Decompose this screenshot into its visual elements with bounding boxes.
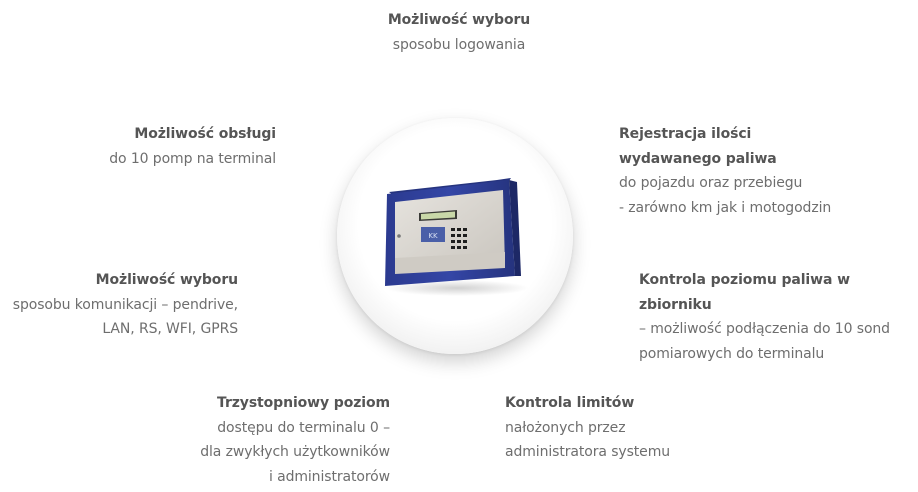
feature-text: LAN, RS, WFI, GPRS (102, 321, 238, 337)
feature-text: nałożonych przez (505, 419, 626, 436)
feature-text: sposobu logowania (392, 36, 526, 53)
feature-title-line-1: Rejestracja ilości (619, 126, 752, 142)
feature-text: dostępu do terminalu 0 – (217, 419, 390, 436)
feature-text: do 10 pomp na terminal (109, 150, 276, 167)
feature-title: Możliwość wyboru (387, 12, 531, 28)
fuel-terminal-illustration: KK (385, 178, 529, 296)
feature-text: dla zwykłych użytkowników (200, 444, 390, 460)
feature-limit-control: Kontrola limitów nałożonych przez admini… (505, 391, 765, 465)
feature-text: - zarówno km jak i motogodzin (619, 199, 832, 216)
feature-title-line-2: wydawanego paliwa (619, 150, 777, 167)
feature-pump-support: Możliwość obsługi do 10 pomp na terminal (40, 122, 276, 171)
feature-text: i administratorów (268, 468, 390, 485)
feature-title: Możliwość wyboru (95, 272, 238, 288)
svg-text:KK: KK (428, 232, 438, 240)
feature-title: Trzystopniowy poziom (217, 395, 390, 411)
feature-text: pomiarowych do terminalu (639, 345, 825, 362)
feature-text: administratora systemu (505, 444, 671, 460)
feature-title: Możliwość obsługi (134, 126, 276, 142)
feature-fuel-registration: Rejestracja ilości wydawanego paliwa do … (619, 122, 909, 220)
feature-communication-method: Możliwość wyboru sposobu komunikacji – p… (0, 268, 238, 342)
device-circle: KK (337, 118, 573, 354)
feature-text: sposobu komunikacji – pendrive, (12, 296, 238, 313)
feature-tank-level-control: Kontrola poziomu paliwa w zbiorniku – mo… (639, 268, 914, 366)
feature-title: Kontrola limitów (505, 395, 635, 411)
feature-title: Kontrola poziomu paliwa w zbiorniku (639, 272, 850, 313)
feature-login-method: Możliwość wyboru sposobu logowania (309, 8, 609, 57)
feature-text: – możliwość podłączenia do 10 sond (639, 321, 890, 337)
feature-text: do pojazdu oraz przebiegu (619, 175, 803, 191)
feature-access-levels: Trzystopniowy poziom dostępu do terminal… (140, 391, 390, 489)
